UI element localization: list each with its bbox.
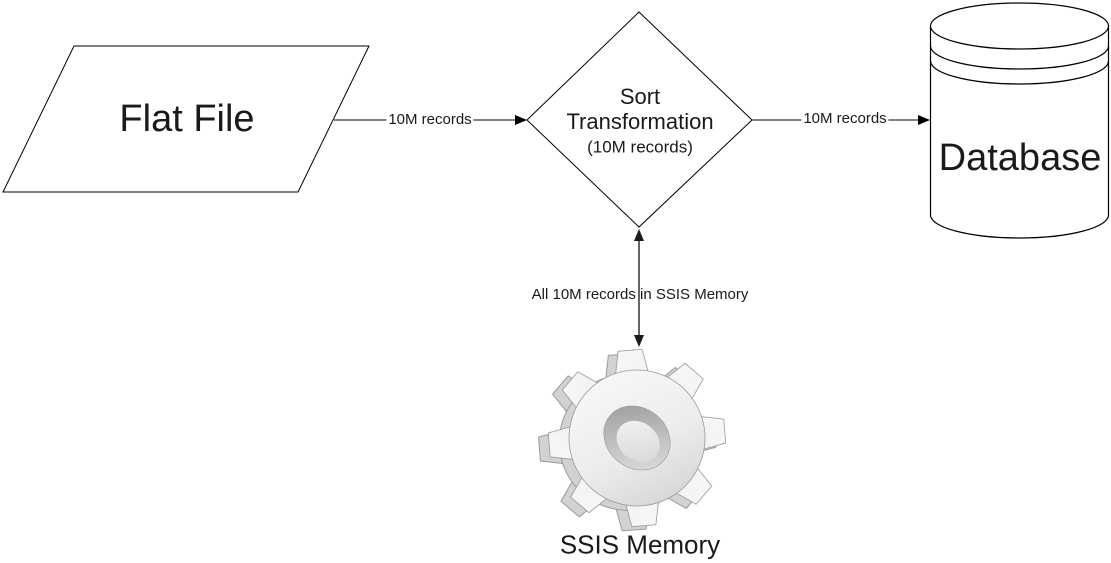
edge-sort-to-memory-label: All 10M records in SSIS Memory [531,285,749,303]
edge-flatfile-to-sort-label: 10M records [386,110,474,129]
sort-transformation-note: (10M records) [587,137,693,157]
edge-sort-to-memory-arrowhead-top-icon [634,229,644,241]
edge-sort-to-database-label: 10M records [801,109,889,128]
flat-file-label: Flat File [119,98,255,141]
edge-sort-to-database-arrowhead-icon [918,115,930,125]
edge-flatfile-to-sort-arrowhead-icon [515,115,527,125]
sort-transformation-label-line1: Sort [619,83,661,109]
flat-file-shape [2,45,370,193]
gear-icon [516,326,749,554]
database-label: Database [938,137,1102,180]
sort-transformation-label-line2: Transformation [566,108,714,134]
ssis-memory-label: SSIS Memory [559,529,721,560]
database-shape [929,2,1110,239]
sort-transformation-shape [526,11,753,228]
edge-sort-to-memory-arrowhead-bottom-icon [634,335,644,347]
